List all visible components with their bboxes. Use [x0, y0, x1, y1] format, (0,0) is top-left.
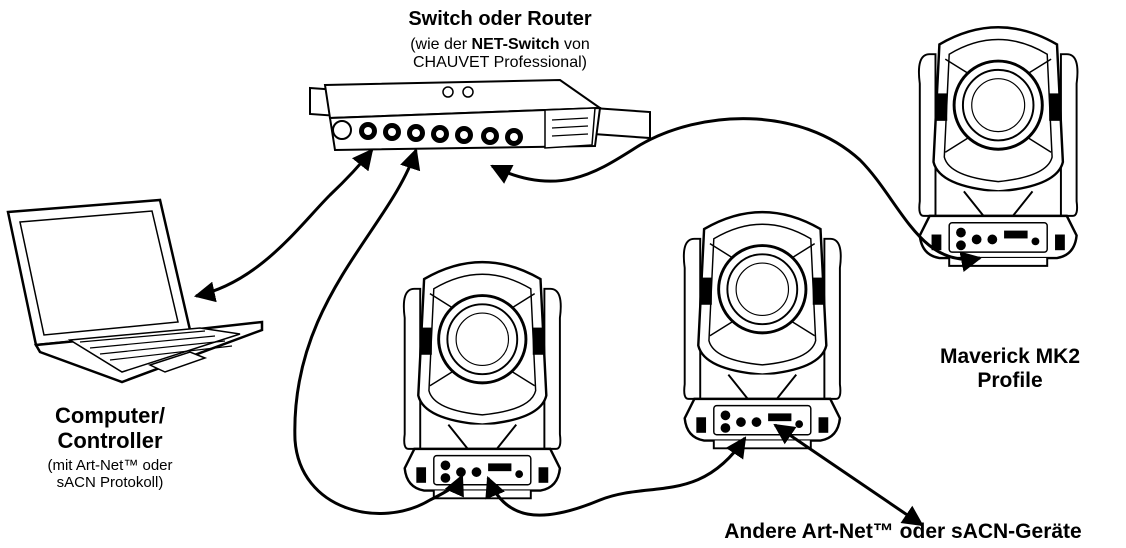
computer-controller-title: Computer/ Controller — [10, 403, 210, 454]
switch-sub-suffix: von — [559, 36, 590, 53]
maverick-label: Maverick MK2 Profile — [900, 345, 1120, 393]
moving-head-fixture-icon — [402, 260, 563, 500]
arrow-icon — [293, 148, 464, 515]
arrow-icon — [490, 117, 983, 272]
network-switch-icon — [309, 78, 651, 152]
switch-title: Switch oder Router — [408, 8, 592, 30]
switch-sub-prefix: (wie der — [410, 36, 472, 53]
moving-head-fixture-icon — [917, 25, 1079, 268]
mav-line1: Maverick MK2 — [939, 345, 1081, 368]
mav-line2: Profile — [977, 369, 1043, 393]
moving-head-fixture-icon — [682, 210, 843, 450]
pc-sub-line1: (mit Art-Net™ oder — [47, 457, 173, 474]
arrow-icon — [773, 423, 924, 527]
network-cables — [193, 117, 983, 527]
laptop-icon — [6, 198, 264, 384]
pc-sub-line2: sACN Protokoll) — [56, 474, 164, 492]
switch-sub-line2: CHAUVET Professional) — [413, 54, 587, 72]
other-devices-label: Andere Art-Net™ oder sACN-Geräte — [724, 520, 1082, 543]
switch-subtitle: (wie der NET-Switch von CHAUVET Professi… — [330, 36, 670, 73]
pc-title-line1: Computer/ — [55, 403, 165, 428]
arrow-icon — [485, 436, 747, 517]
computer-controller-subtitle: (mit Art-Net™ oder sACN Protokoll) — [10, 457, 210, 492]
switch-sub-bold: NET-Switch — [471, 36, 560, 53]
arrow-icon — [193, 148, 374, 303]
pc-title-line2: Controller — [57, 428, 163, 454]
